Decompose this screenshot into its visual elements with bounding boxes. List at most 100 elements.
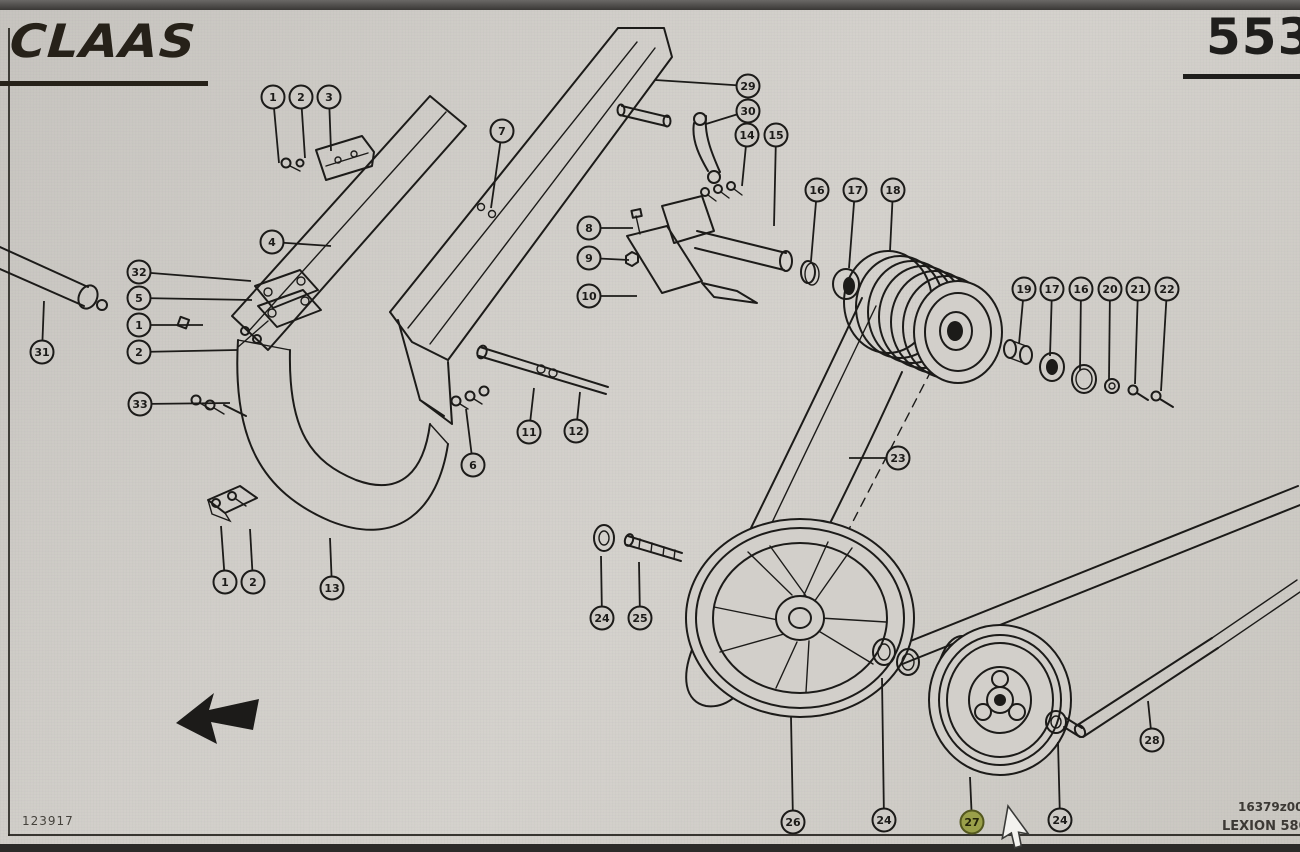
- callout-21[interactable]: 21: [1125, 276, 1151, 385]
- callout-8[interactable]: 8: [576, 215, 634, 241]
- svg-text:17: 17: [847, 184, 862, 197]
- callout-22[interactable]: 22: [1154, 276, 1180, 392]
- callout-20[interactable]: 20: [1097, 276, 1123, 380]
- svg-text:12: 12: [568, 425, 583, 438]
- callout-24[interactable]: 24: [1047, 741, 1073, 833]
- svg-text:24: 24: [1052, 814, 1068, 827]
- callout-9[interactable]: 9: [576, 245, 630, 271]
- drawing-code: 16379z00: [1238, 800, 1300, 814]
- callout-3[interactable]: 3: [316, 84, 342, 152]
- callout-33[interactable]: 33: [127, 391, 231, 417]
- screen-bezel-top: [0, 0, 1300, 10]
- callout-16[interactable]: 16: [804, 177, 830, 262]
- svg-text:26: 26: [785, 816, 801, 829]
- callout-7[interactable]: 7: [489, 118, 515, 209]
- svg-text:16: 16: [809, 184, 825, 197]
- callout-2[interactable]: 2: [126, 339, 238, 365]
- svg-text:1: 1: [135, 319, 143, 332]
- svg-text:15: 15: [768, 129, 783, 142]
- callout-14[interactable]: 14: [734, 122, 760, 187]
- callout-1[interactable]: 1: [212, 525, 238, 595]
- callout-18[interactable]: 18: [880, 177, 906, 252]
- svg-text:5: 5: [135, 292, 143, 305]
- grooved-pulley-art: [843, 250, 1003, 384]
- callout-32[interactable]: 32: [126, 259, 252, 285]
- page-border-bottom: [8, 834, 1300, 836]
- svg-text:21: 21: [1130, 283, 1145, 296]
- callout-24[interactable]: 24: [589, 555, 615, 631]
- svg-text:29: 29: [740, 80, 755, 93]
- callout-17[interactable]: 17: [1039, 276, 1065, 357]
- frame-assembly-art: [0, 27, 860, 562]
- callout-12[interactable]: 12: [563, 391, 589, 444]
- page-border-left: [8, 28, 10, 836]
- callout-31[interactable]: 31: [29, 300, 55, 365]
- svg-text:4: 4: [268, 236, 276, 249]
- svg-text:23: 23: [890, 452, 905, 465]
- mouse-cursor: [1001, 804, 1031, 849]
- svg-text:7: 7: [498, 125, 506, 138]
- small-fastener-art-right: [872, 339, 1174, 738]
- svg-text:18: 18: [885, 184, 900, 197]
- callout-28[interactable]: 28: [1139, 700, 1165, 753]
- direction-arrow: [176, 693, 259, 744]
- callout-19[interactable]: 19: [1011, 276, 1037, 345]
- callout-23[interactable]: 23: [849, 445, 911, 471]
- svg-text:11: 11: [521, 426, 536, 439]
- svg-text:13: 13: [324, 582, 339, 595]
- svg-text:32: 32: [131, 266, 146, 279]
- svg-text:2: 2: [297, 91, 305, 104]
- svg-text:3: 3: [325, 91, 333, 104]
- svg-text:20: 20: [1102, 283, 1118, 296]
- big-spoked-wheel-art: [685, 518, 915, 718]
- callout-13[interactable]: 13: [319, 537, 345, 601]
- logo-underline: [0, 81, 208, 86]
- svg-text:1: 1: [221, 576, 229, 589]
- svg-text:14: 14: [739, 129, 755, 142]
- svg-text:8: 8: [585, 222, 593, 235]
- svg-text:9: 9: [585, 252, 593, 265]
- callout-16[interactable]: 16: [1068, 276, 1094, 371]
- callout-5[interactable]: 5: [126, 285, 253, 311]
- callout-30[interactable]: 30: [705, 98, 761, 125]
- callout-10[interactable]: 10: [576, 283, 638, 309]
- svg-text:2: 2: [249, 576, 257, 589]
- callout-24[interactable]: 24: [871, 677, 897, 833]
- svg-text:28: 28: [1144, 734, 1159, 747]
- callout-4[interactable]: 4: [259, 229, 332, 255]
- svg-text:19: 19: [1016, 283, 1031, 296]
- svg-text:17: 17: [1044, 283, 1059, 296]
- callout-29[interactable]: 29: [654, 73, 761, 99]
- svg-text:1: 1: [269, 91, 277, 104]
- callout-25[interactable]: 25: [627, 561, 653, 631]
- callout-27[interactable]: 27: [959, 776, 985, 835]
- svg-text:10: 10: [581, 290, 597, 303]
- callout-26[interactable]: 26: [780, 716, 806, 835]
- callout-11[interactable]: 11: [516, 387, 542, 445]
- svg-text:16: 16: [1073, 283, 1089, 296]
- callout-15[interactable]: 15: [763, 122, 789, 227]
- screen-bezel-bottom: [0, 844, 1300, 852]
- svg-text:30: 30: [740, 105, 756, 118]
- callout-2[interactable]: 2: [288, 84, 314, 159]
- callout-17[interactable]: 17: [842, 177, 868, 269]
- page-number-underline: [1183, 74, 1300, 79]
- svg-text:27: 27: [964, 816, 979, 829]
- page-number: 553: [1206, 8, 1300, 66]
- svg-text:24: 24: [594, 612, 610, 625]
- svg-text:2: 2: [135, 346, 143, 359]
- callout-1[interactable]: 1: [260, 84, 286, 164]
- callout-6[interactable]: 6: [460, 408, 486, 478]
- svg-text:24: 24: [876, 814, 892, 827]
- svg-text:33: 33: [132, 398, 147, 411]
- model-code: LEXION 580: [1222, 819, 1300, 834]
- svg-text:31: 31: [34, 346, 49, 359]
- lower-pulley-art: [928, 624, 1072, 776]
- callout-1[interactable]: 1: [126, 312, 204, 338]
- svg-text:25: 25: [632, 612, 647, 625]
- callout-2[interactable]: 2: [240, 528, 266, 595]
- svg-text:22: 22: [1159, 283, 1174, 296]
- svg-text:6: 6: [469, 459, 477, 472]
